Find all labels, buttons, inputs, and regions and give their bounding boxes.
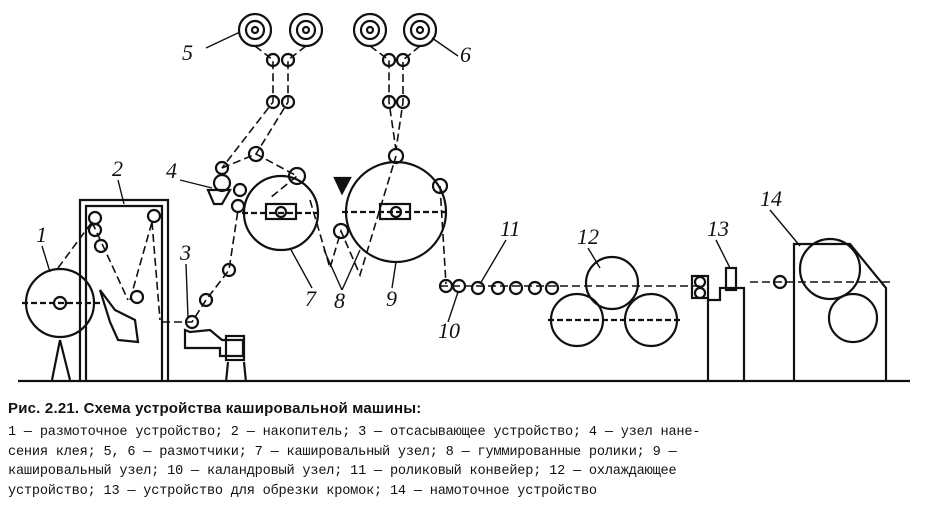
legend-line: 1 — размоточное устройство; 2 — накопите… [8, 425, 701, 440]
callout-14: 14 [760, 186, 782, 211]
unwinders-6 [352, 12, 438, 151]
rubber-rollers [309, 155, 397, 278]
legend-line: кашировальный узел; 10 — каландровый узе… [8, 464, 677, 479]
calender-and-conveyor [438, 278, 700, 296]
callout-11: 11 [500, 216, 520, 241]
callout-8: 8 [334, 288, 345, 313]
callout-3: 3 [179, 240, 191, 265]
cooling-unit [548, 255, 680, 348]
callout-9: 9 [386, 286, 397, 311]
legend-line: устройство; 13 — устройство для обрезки … [8, 483, 597, 499]
callout-1: 1 [36, 222, 47, 247]
edge-trimmer [690, 266, 746, 382]
legend-line: сения клея; 5, 6 — размотчики; 7 — кашир… [8, 444, 677, 460]
callout-4: 4 [166, 158, 177, 183]
suction-unit [162, 209, 248, 383]
unwinders-5 [221, 12, 324, 169]
callout-12: 12 [577, 224, 599, 249]
callout-6: 6 [460, 42, 471, 67]
callout-7: 7 [305, 286, 317, 311]
callout-2: 2 [112, 156, 123, 181]
accumulator-unit [57, 198, 170, 381]
laminating-unit-9 [342, 147, 449, 285]
callout-labels: 1 2 3 4 5 6 7 8 9 10 11 12 13 14 [36, 40, 782, 343]
glue-unit [206, 145, 307, 214]
caption-legend: 1 — размоточное устройство; 2 — накопите… [8, 423, 922, 501]
caption-title: Рис. 2.21. Схема устройства кашировально… [8, 400, 422, 417]
callout-5: 5 [182, 40, 193, 65]
rewind-unit [750, 237, 890, 382]
callout-13: 13 [707, 216, 729, 241]
machine-scheme-diagram: 1 2 3 4 5 6 7 8 9 10 11 12 13 14 [18, 12, 910, 383]
leader-lines [41, 31, 801, 323]
unwind-unit [22, 267, 104, 381]
figure-caption: Рис. 2.21. Схема устройства кашировально… [8, 400, 922, 501]
callout-10: 10 [438, 318, 460, 343]
laminating-unit-7 [242, 174, 320, 252]
